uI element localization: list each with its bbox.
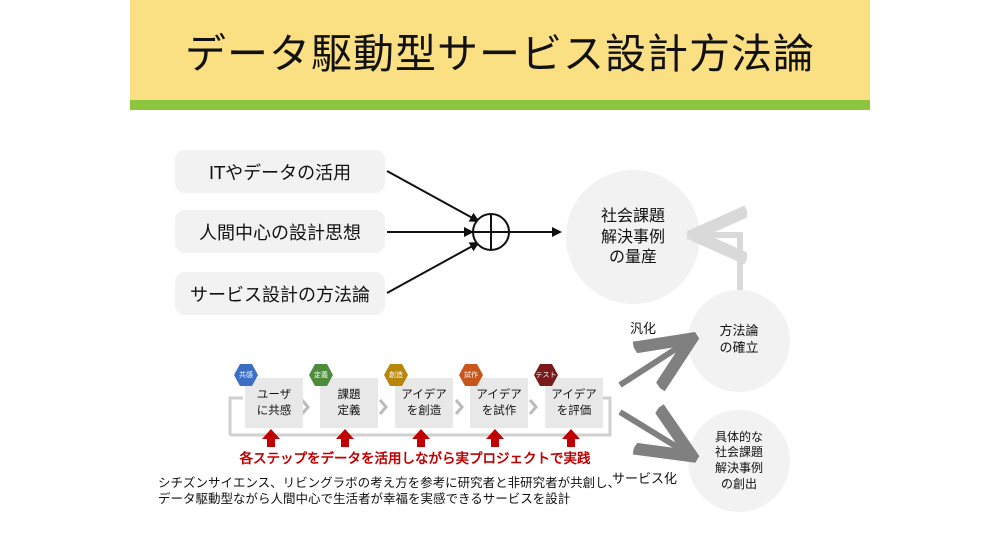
input-human-centered: 人間中心の設計思想: [175, 210, 385, 253]
up-arrow-icon: [486, 429, 504, 447]
arrow-service: [618, 412, 682, 450]
red-arrows: [262, 429, 580, 447]
chevron-icon: [378, 399, 388, 415]
step-empathize: ユーザ に共感: [245, 378, 303, 428]
chevron-icon: [528, 399, 538, 415]
up-arrow-icon: [336, 429, 354, 447]
step-prototype: アイデア を試作: [470, 378, 528, 428]
step-ideate: アイデア を創造: [395, 378, 453, 428]
up-arrow-icon: [412, 429, 430, 447]
chevron-icon: [300, 399, 310, 415]
hex-define-icon: 定義: [309, 364, 333, 386]
page-title: データ駆動型サービス設計方法論: [185, 30, 815, 78]
up-arrow-icon: [562, 429, 580, 447]
arrow-input-1: [386, 170, 480, 222]
up-arrow-icon: [262, 429, 280, 447]
hex-ideate-icon: 創造: [384, 364, 408, 386]
methodology-node: 方法論 の確立: [688, 290, 790, 392]
goal-mass-production: 社会課題 解決事例 の量産: [566, 170, 700, 304]
label-generalize: 汎化: [630, 322, 657, 337]
footnote: シチズンサイエンス、リビングラボの考え方を参考に研究者と非研究者が共創し、 デー…: [158, 475, 621, 507]
chevron-icon: [454, 399, 464, 415]
step-test: アイデア を評価: [545, 378, 603, 428]
title-underline: [130, 100, 870, 110]
title-banner: [130, 0, 870, 100]
hex-empathize-icon: 共感: [234, 364, 258, 386]
step-define: 課題 定義: [320, 378, 378, 428]
hex-test-icon: テスト: [534, 364, 558, 386]
input-service-design: サービス設計の方法論: [175, 272, 385, 315]
arrow-method-to-goal: [705, 235, 740, 290]
steps-caption: 各ステップをデータを活用しながら実プロジェクトで実践: [239, 451, 591, 467]
arrow-generalize: [618, 345, 682, 385]
input-it-data: ITやデータの活用: [175, 150, 385, 193]
case-creation-node: 具体的な 社会課題 解決事例 の創出: [688, 410, 790, 512]
hex-prototype-icon: 試作: [459, 364, 483, 386]
label-service: サービス化: [612, 472, 678, 487]
arrow-input-3: [386, 242, 480, 294]
